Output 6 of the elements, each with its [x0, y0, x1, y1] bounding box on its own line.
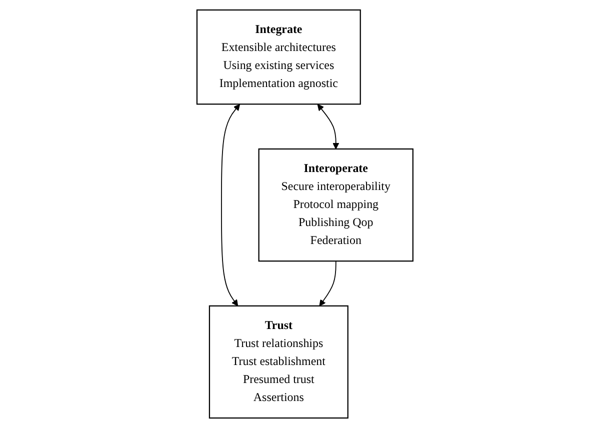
node-box: Interoperate Secure interoperability Protocol mapping Publishing Qop Federation: [258, 148, 414, 262]
node-box: Integrate Extensible architectures Using existing services Implementation agnostic: [196, 9, 361, 105]
arrow: [221, 104, 240, 306]
arrow: [319, 260, 336, 306]
node-box: Trust Trust relationships Trust establishment Presumed trust Assertions: [208, 305, 348, 419]
arrow: [317, 104, 340, 150]
